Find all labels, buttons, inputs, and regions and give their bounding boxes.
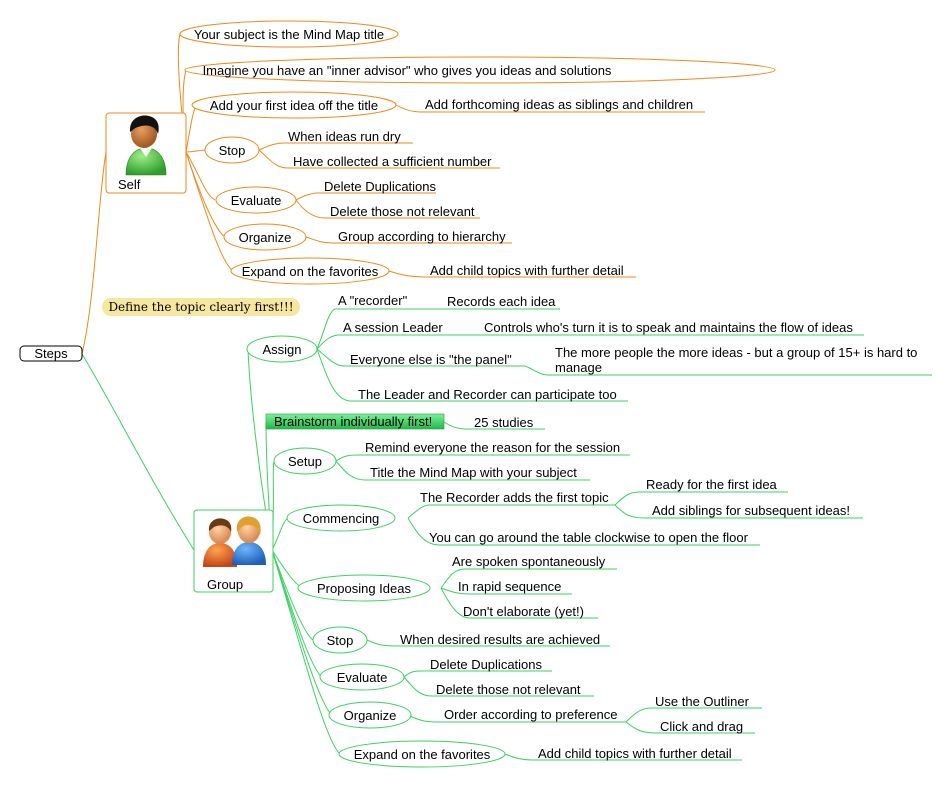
self-evaluate-child-1[interactable]: Delete Duplications	[324, 179, 437, 194]
setup-child-1[interactable]: Remind everyone the reason for the sessi…	[365, 440, 620, 455]
group-label: Group	[207, 577, 243, 592]
group-stop-child[interactable]: When desired results are achieved	[400, 632, 600, 647]
proposing-child-3[interactable]: Don't elaborate (yet!)	[463, 604, 584, 619]
root-label: Steps	[34, 346, 68, 361]
group-topic-expand[interactable]: Expand on the favorites	[338, 740, 506, 768]
self-node[interactable]: Self	[105, 112, 187, 194]
svg-text:Your subject is the Mind Map t: Your subject is the Mind Map title	[194, 27, 384, 42]
group-topic-evaluate[interactable]: Evaluate	[319, 663, 405, 691]
commencing-first[interactable]: The Recorder adds the first topic	[420, 490, 609, 505]
svg-text:Imagine you have an "inner adv: Imagine you have an "inner advisor" who …	[203, 63, 612, 78]
group-evaluate-child-2[interactable]: Delete those not relevant	[436, 682, 581, 697]
group-topic-setup[interactable]: Setup	[273, 447, 337, 475]
group-topic-brainstorm[interactable]: Brainstorm individually first!	[265, 413, 445, 430]
self-topic-organize[interactable]: Organize	[223, 223, 307, 251]
self-topic-inner-advisor[interactable]: Imagine you have an "inner advisor" who …	[184, 56, 776, 84]
self-topic-stop[interactable]: Stop	[204, 136, 260, 164]
self-organize-child[interactable]: Group according to hierarchy	[338, 229, 506, 244]
assign-panel-detail-line2[interactable]: manage	[555, 360, 602, 375]
svg-text:Expand on the favorites: Expand on the favorites	[354, 747, 491, 762]
self-expand-child[interactable]: Add child topics with further detail	[430, 263, 624, 278]
assign-participate[interactable]: The Leader and Recorder can participate …	[358, 387, 617, 402]
note-callout[interactable]: Define the topic clearly first!!!	[102, 298, 300, 316]
svg-text:Evaluate: Evaluate	[231, 193, 282, 208]
self-stop-child-1[interactable]: When ideas run dry	[288, 129, 401, 144]
svg-text:Proposing Ideas: Proposing Ideas	[317, 581, 411, 596]
group-topic-organize[interactable]: Organize	[328, 701, 412, 729]
svg-text:Commencing: Commencing	[303, 511, 380, 526]
svg-text:Add your first idea off the ti: Add your first idea off the title	[210, 98, 378, 113]
svg-text:Setup: Setup	[288, 454, 322, 469]
svg-text:Stop: Stop	[219, 143, 246, 158]
svg-text:Evaluate: Evaluate	[337, 670, 388, 685]
svg-text:Organize: Organize	[239, 230, 292, 245]
group-organize-grandchild-2[interactable]: Click and drag	[660, 719, 743, 734]
assign-leader-detail[interactable]: Controls who's turn it is to speak and m…	[484, 320, 853, 335]
group-node[interactable]: Group	[193, 509, 274, 593]
group-topic-assign[interactable]: Assign	[246, 335, 318, 363]
assign-recorder[interactable]: A "recorder"	[338, 293, 408, 308]
setup-child-2[interactable]: Title the Mind Map with your subject	[370, 465, 577, 480]
note-label: Define the topic clearly first!!!	[108, 300, 293, 314]
group-topic-stop[interactable]: Stop	[312, 626, 368, 654]
assign-panel-detail-line1[interactable]: The more people the more ideas - but a g…	[555, 345, 917, 360]
group-evaluate-child-1[interactable]: Delete Duplications	[430, 657, 543, 672]
group-organize-grandchild-1[interactable]: Use the Outliner	[655, 694, 750, 709]
assign-recorder-detail[interactable]: Records each idea	[447, 294, 556, 309]
svg-text:Stop: Stop	[327, 633, 354, 648]
svg-text:Assign: Assign	[262, 342, 301, 357]
self-label: Self	[118, 177, 141, 192]
self-topic-expand[interactable]: Expand on the favorites	[230, 257, 390, 285]
self-topic-subject[interactable]: Your subject is the Mind Map title	[179, 20, 399, 48]
svg-text:Organize: Organize	[344, 708, 397, 723]
proposing-child-2[interactable]: In rapid sequence	[458, 579, 561, 594]
svg-text:Brainstorm individually first!: Brainstorm individually first!	[274, 414, 432, 429]
people-icon	[203, 516, 266, 567]
self-topic-first-idea[interactable]: Add your first idea off the title	[191, 91, 397, 119]
commencing-first-child-2[interactable]: Add siblings for subsequent ideas!	[652, 503, 850, 518]
group-expand-child[interactable]: Add child topics with further detail	[538, 746, 732, 761]
commencing-second[interactable]: You can go around the table clockwise to…	[429, 530, 749, 545]
self-evaluate-child-2[interactable]: Delete those not relevant	[330, 204, 475, 219]
group-organize-child[interactable]: Order according to preference	[444, 707, 617, 722]
self-stop-child-2[interactable]: Have collected a sufficient number	[293, 154, 492, 169]
group-topic-proposing[interactable]: Proposing Ideas	[297, 574, 431, 602]
commencing-first-child-1[interactable]: Ready for the first idea	[646, 477, 778, 492]
assign-leader[interactable]: A session Leader	[343, 320, 443, 335]
assign-panel[interactable]: Everyone else is "the panel"	[350, 352, 512, 367]
self-first-idea-child[interactable]: Add forthcoming ideas as siblings and ch…	[425, 97, 693, 112]
brainstorm-detail[interactable]: 25 studies	[474, 415, 534, 430]
root-node[interactable]: Steps	[19, 345, 83, 362]
group-topic-commencing[interactable]: Commencing	[286, 504, 396, 532]
person-icon	[125, 115, 167, 176]
proposing-child-1[interactable]: Are spoken spontaneously	[452, 554, 606, 569]
self-topic-evaluate[interactable]: Evaluate	[215, 186, 297, 214]
svg-text:Expand on the favorites: Expand on the favorites	[242, 264, 379, 279]
